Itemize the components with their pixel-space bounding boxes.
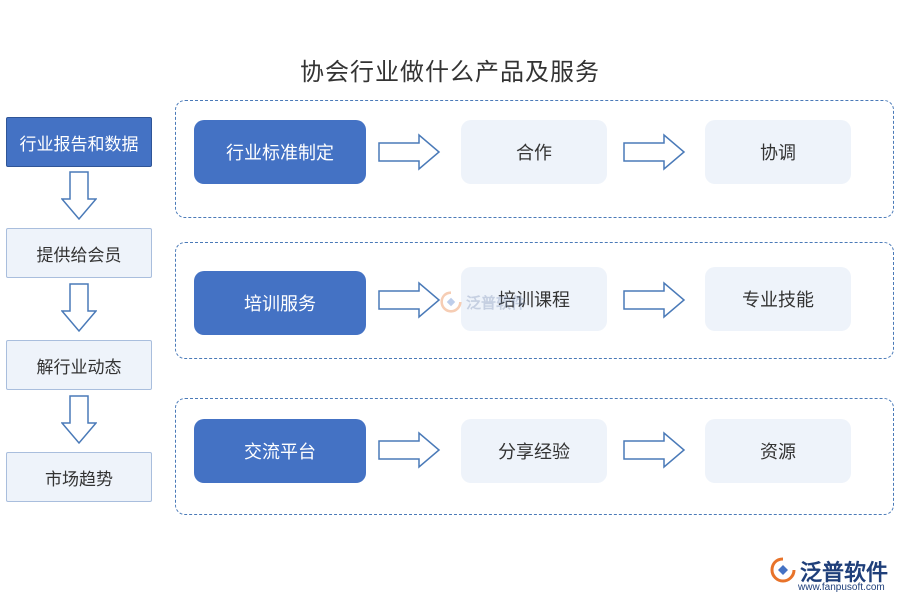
- logo-name: 泛普软件: [800, 560, 889, 585]
- row-step-courses: 培训课程: [461, 267, 607, 331]
- left-box-members: 提供给会员: [6, 228, 152, 278]
- left-box-reports: 行业报告和数据: [6, 117, 152, 167]
- page-title: 协会行业做什么产品及服务: [300, 58, 600, 86]
- row-step-cooperation: 合作: [461, 120, 607, 184]
- down-arrow-icon: [61, 283, 97, 333]
- row-main-platform: 交流平台: [194, 419, 366, 483]
- down-arrow-icon: [61, 171, 97, 221]
- right-arrow-icon: [623, 133, 686, 171]
- right-arrow-icon: [378, 133, 441, 171]
- logo-url: www.fanpusoft.com: [798, 582, 885, 593]
- row-step-coordination: 协调: [705, 120, 851, 184]
- row-main-standards: 行业标准制定: [194, 120, 366, 184]
- right-arrow-icon: [378, 281, 441, 319]
- logo-icon: [770, 557, 796, 583]
- row-step-share: 分享经验: [461, 419, 607, 483]
- right-arrow-icon: [378, 431, 441, 469]
- right-arrow-icon: [623, 281, 686, 319]
- left-box-market: 市场趋势: [6, 452, 152, 502]
- right-arrow-icon: [623, 431, 686, 469]
- watermark: 泛普软件: [440, 285, 530, 319]
- row-main-training: 培训服务: [194, 271, 366, 335]
- watermark-text: 泛普软件: [466, 294, 527, 312]
- group-training: 培训服务 培训课程 专业技能: [175, 242, 894, 359]
- logo-icon: [440, 291, 462, 313]
- left-box-trends: 解行业动态: [6, 340, 152, 390]
- group-platform: 交流平台 分享经验 资源: [175, 398, 894, 515]
- group-standards: 行业标准制定 合作 协调: [175, 100, 894, 218]
- row-step-resources: 资源: [705, 419, 851, 483]
- down-arrow-icon: [61, 395, 97, 445]
- brand-logo: 泛普软件 www.fanpusoft.com: [770, 555, 895, 595]
- row-step-skills: 专业技能: [705, 267, 851, 331]
